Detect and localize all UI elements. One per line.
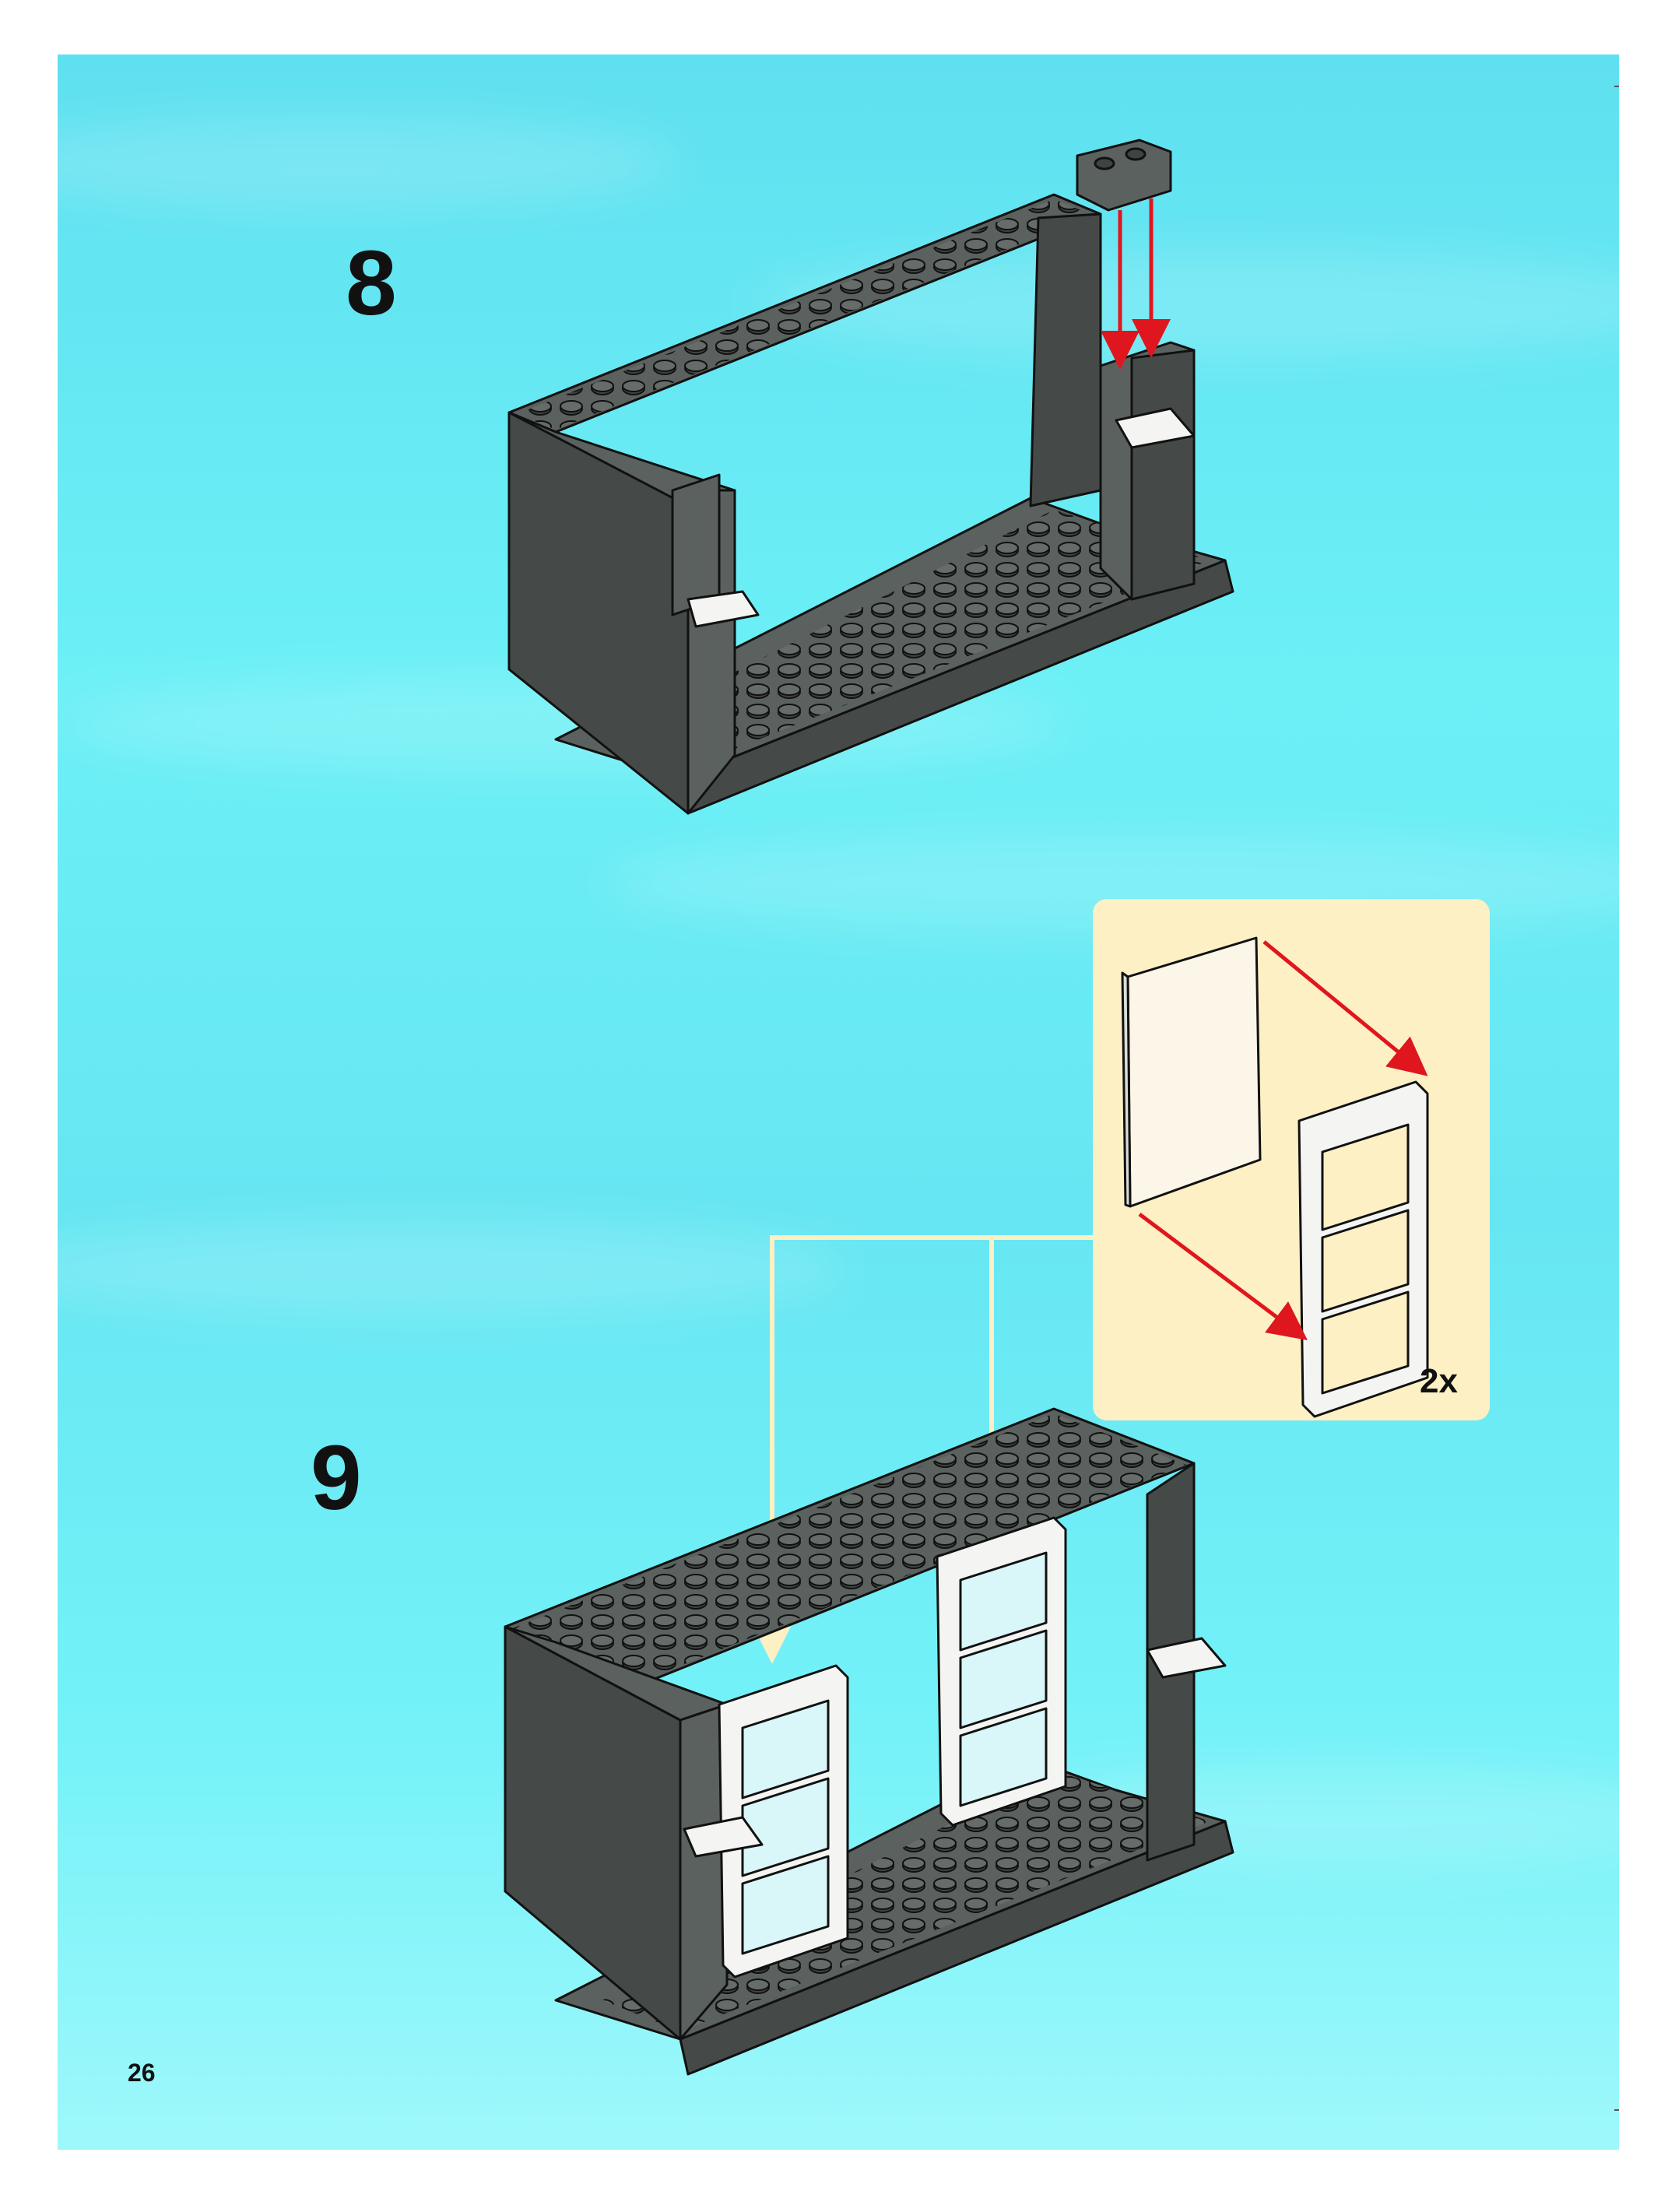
- callout-quantity: 2x: [1420, 1362, 1458, 1400]
- cloud-streak: [58, 1222, 852, 1315]
- right-wall-inner: [1029, 212, 1102, 507]
- window-pane: [1321, 1290, 1410, 1395]
- right-column-front: [1130, 349, 1196, 601]
- glass-panel-edge: [1121, 971, 1132, 1208]
- build-illustrations: [504, 139, 1490, 2076]
- crop-mark: [1614, 86, 1619, 87]
- step8-assembly: [507, 139, 1234, 815]
- glass-panel: [1126, 936, 1262, 1208]
- red-arrow: [1262, 940, 1428, 1076]
- red-arrow: [1138, 1213, 1308, 1340]
- window-pane: [741, 1777, 830, 1877]
- step9-assembly: [504, 1407, 1234, 2076]
- window-pane: [1321, 1123, 1410, 1231]
- back-wall-studs: [517, 199, 1093, 430]
- window-pane: [959, 1551, 1048, 1652]
- window-pane: [1321, 1209, 1410, 1313]
- page-number: 26: [128, 2059, 156, 2087]
- window-pane: [959, 1707, 1048, 1807]
- brick-1x2: [1076, 139, 1172, 212]
- crop-mark: [1614, 2109, 1619, 2111]
- guide-line: [753, 1235, 1093, 1664]
- left-wall-side: [679, 1703, 729, 2041]
- window-pane: [959, 1629, 1048, 1729]
- cloud-streak: [58, 117, 680, 210]
- bracket-left: [687, 590, 760, 628]
- window-pane: [741, 1855, 830, 1955]
- instruction-page: 8 9 2x 26: [58, 54, 1619, 2150]
- window-pane: [741, 1699, 830, 1799]
- back-wall-studs: [513, 1413, 1186, 1678]
- bracket-right: [1115, 407, 1196, 449]
- callout-parts: [1121, 936, 1429, 1418]
- step-number-8: 8: [346, 232, 397, 335]
- left-post: [671, 473, 721, 616]
- bracket-right: [1146, 1637, 1227, 1679]
- step-number-9: 9: [311, 1427, 362, 1529]
- bracket-left: [683, 1816, 764, 1858]
- baseplate-studs: [602, 510, 1210, 771]
